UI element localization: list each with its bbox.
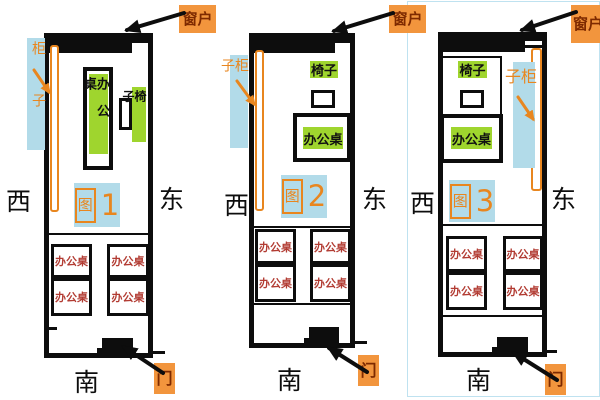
- room1-desk-cell-4: 办公桌: [107, 278, 149, 316]
- room1-wall-top-thick: [44, 33, 132, 53]
- room1-south-label: 南: [74, 368, 100, 397]
- room2-desk-cell-1: 办公桌: [255, 229, 296, 264]
- room2-figure-char: 图: [281, 179, 303, 214]
- room1-wall-tick-left: [44, 327, 57, 330]
- room2-cabinet-label: 柜子: [219, 55, 249, 148]
- room3-figure-number: 3: [475, 183, 495, 218]
- room3-window-mark-line: [521, 45, 543, 48]
- room2-desk-cell-4: 办公桌: [310, 264, 351, 302]
- room1-wall-bottom: [44, 353, 153, 358]
- room3-chair-label: 椅子: [458, 61, 487, 79]
- room2-figure-number: 2: [307, 179, 327, 213]
- room1-window-label: 窗户: [179, 5, 216, 33]
- room1-figure-char: 图: [74, 187, 96, 223]
- room3-chair: [460, 90, 484, 108]
- room1-door-block: [102, 338, 133, 354]
- room2-cabinet: [255, 50, 264, 211]
- room1-wall-tick-right: [153, 351, 165, 354]
- room1-door-label: 门: [154, 363, 175, 394]
- room2-divider-line-bottom: [254, 303, 350, 305]
- room3-east-label: 东: [551, 185, 577, 214]
- room1-wall-right: [148, 33, 153, 358]
- room1-desk-cell-2: 办公桌: [51, 278, 92, 316]
- room2-south-label: 南: [277, 366, 303, 395]
- room1-chair: [119, 98, 132, 130]
- room1-west-label: 西: [6, 187, 32, 216]
- room3-cabinet-label: 柜子: [502, 62, 537, 168]
- room2-wall-left: [249, 33, 254, 348]
- room2-wall-bottom: [249, 343, 355, 348]
- room2-desk-cell-3: 办公桌: [310, 229, 351, 264]
- room1-door-step: [97, 348, 103, 354]
- room2-east-label: 东: [362, 185, 388, 214]
- room1-divider-line: [49, 233, 148, 235]
- room1-chair-label: 椅子: [121, 87, 147, 142]
- room2-desk-cell-2: 办公桌: [255, 264, 296, 302]
- room1-cabinet: [50, 45, 59, 212]
- room2-window-arrow: [331, 11, 395, 34]
- room3-desk-cell-1: 办公桌: [446, 236, 487, 272]
- room3-wall-top-thin: [521, 32, 547, 41]
- room2-desk-main-label: 办公桌: [303, 127, 343, 149]
- room3-figure-char: 图: [449, 183, 471, 219]
- room2-divider-line-top: [254, 226, 350, 228]
- room3-desk-cell-3: 办公桌: [503, 236, 543, 272]
- room3-wall-left: [438, 32, 443, 357]
- room2-window-label: 窗户: [389, 5, 426, 33]
- room1-wall-left: [44, 33, 49, 358]
- room3-wall-right: [542, 32, 547, 357]
- room1-window-arrow: [124, 11, 186, 33]
- room3-desk-cell-4: 办公桌: [503, 272, 543, 310]
- room3-door-block: [497, 337, 528, 353]
- room3-west-label: 西: [410, 189, 436, 218]
- room2-west-label: 西: [224, 191, 250, 220]
- room2-figure-label: 图 2: [281, 175, 327, 218]
- room1-figure-number: 1: [100, 187, 120, 222]
- room1-desk-main-label: 办公桌: [81, 74, 109, 154]
- room3-door-label: 门: [545, 364, 566, 395]
- room3-wall-top-thick: [438, 32, 525, 52]
- room3-figure-label: 图 3: [449, 180, 495, 222]
- room2-wall-tick-right: [355, 341, 367, 344]
- room1-desk-cell-3: 办公桌: [107, 244, 149, 278]
- room3-wall-bottom: [438, 352, 547, 357]
- room2-wall-top-thick: [249, 33, 335, 53]
- room1-figure-label: 图 1: [74, 183, 120, 227]
- room3-wall-tick-right: [547, 350, 557, 353]
- room2-door-label: 门: [358, 355, 379, 386]
- room1-wall-top-thin: [128, 33, 153, 43]
- room3-divider-line-bottom: [443, 315, 542, 317]
- room1-east-label: 东: [159, 185, 185, 214]
- room3-desk-main-label: 办公桌: [451, 127, 492, 149]
- room2-door-step: [304, 338, 310, 344]
- room2-door-block: [309, 327, 339, 343]
- room3-south-label: 南: [466, 366, 492, 395]
- room1-cabinet-label: 柜子: [27, 38, 46, 150]
- room2-chair: [311, 90, 335, 108]
- room2-wall-right: [350, 33, 355, 348]
- room3-door-step: [492, 347, 498, 353]
- room2-chair-label: 椅子: [310, 61, 338, 79]
- room1-desk-cell-1: 办公桌: [51, 244, 92, 278]
- room2-wall-top-thin: [331, 33, 355, 43]
- room3-divider-line-top: [443, 224, 542, 226]
- room3-window-label: 窗户: [571, 5, 600, 43]
- room3-desk-cell-2: 办公桌: [446, 272, 487, 310]
